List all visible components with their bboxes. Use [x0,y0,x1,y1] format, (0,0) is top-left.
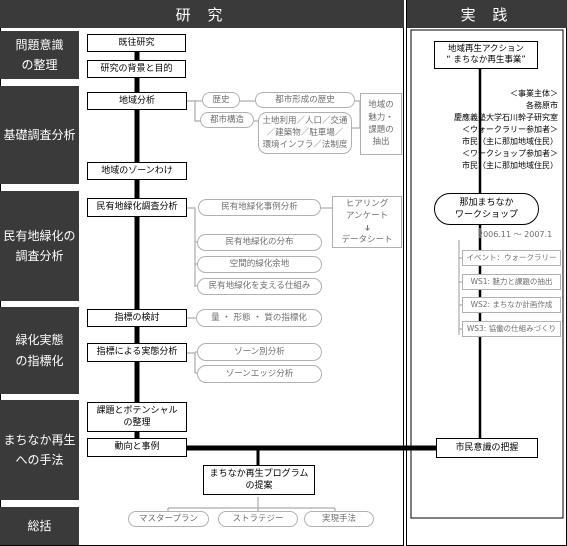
section-method: まちなか再生 への手法 [0,400,79,500]
box-background: 研究の背景と目的 [87,60,186,78]
sub-zone-analysis: ゾーン別分析 [197,343,322,361]
box-trends: 動向と事例 [87,438,187,457]
sub-history: 歴史 [202,92,240,108]
sub-case-analysis: 民有地緑化事例分析 [198,199,321,216]
header-practice: 実 践 [407,0,567,28]
workshop-period: 2006.11 ～ 2007.1 [478,230,553,239]
sub-hearing-box: ヒアリング アンケート ➔ データシート [332,196,402,248]
section-private: 民有地緑化の 調査分析 [0,191,79,301]
practice-frame [406,0,567,546]
box-action: 地域再生アクション “ まちなか再生事業” [434,41,538,69]
sub-urban-history: 都市形成の歴史 [255,92,355,108]
header-research: 研 究 [0,0,404,28]
box-program: まちなか再生プログラム の提案 [203,465,315,495]
sub-distribution: 民有地緑化の分布 [197,234,322,251]
sub-masterplan: マスタープラン [128,511,209,527]
event-walkrally: イベント：ウォークラリー [462,250,561,266]
sub-zone-edge: ゾーンエッジ分析 [197,365,322,383]
sub-technique: 実現手法 [304,511,374,527]
event-ws2: WS2: まちなか計画作成 [462,297,561,313]
box-index-analysis: 指標による実態分析 [87,343,187,362]
section-problem: 問題意識 の整理 [0,31,79,79]
box-private-survey: 民有地緑化調査分析 [87,198,187,217]
sub-datasheet: データシート [341,234,393,245]
box-issues-potential: 課題とポテンシャル の整理 [87,402,187,432]
box-index-review: 指標の検討 [87,309,187,327]
event-ws1: WS1: 魅力と課題の抽出 [462,274,561,290]
box-workshop: 那加まちなか ワークショップ [434,193,539,225]
event-ws3: WS3: 協働の仕組みづくり [462,321,561,337]
sub-appeal: 地域の 魅力・ 課題の 抽出 [360,93,402,155]
sub-hearing: ヒアリング アンケート [345,198,389,222]
down-arrow-icon: ➔ [362,224,372,232]
sub-mechanism: 民有地緑化を支える仕組み [197,278,322,295]
section-basic: 基礎調査分析 [0,86,79,184]
box-zoning: 地域のゾーンわけ [87,162,187,180]
box-prior-research: 既往研究 [87,34,186,52]
box-awareness: 市民意識の把握 [436,438,538,458]
sub-spatial: 空間的緑化余地 [197,256,322,273]
sub-land-use: 土地利用／人口／交通 ／建築物／駐車場／ 環境インフラ／法制度 [258,112,352,154]
sub-quantity: 量 ・ 形態 ・ 質の指標化 [196,309,322,327]
section-greening: 緑化実態 の指標化 [0,307,79,394]
sub-urban-structure: 都市構造 [200,112,254,128]
box-area-analysis: 地域分析 [87,92,187,110]
practice-inner-frame [410,29,564,519]
practice-info: ＜事業主体＞ 各務原市 慶應義塾大学石川幹子研究室 ＜ウォークラリー参加者＞ 市… [454,89,558,170]
sub-strategy: ストラテジー [218,511,298,527]
section-summary: 総括 [0,507,79,545]
